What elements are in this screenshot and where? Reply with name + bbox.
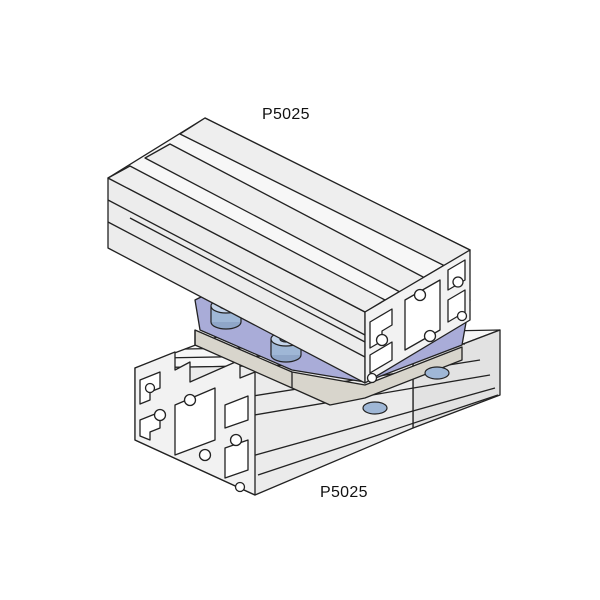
lower-profile-label: P5025 (320, 484, 368, 501)
bolt-4 (424, 366, 450, 380)
upper-profile (107, 117, 471, 384)
lower-profile-end-section (134, 351, 256, 496)
upper-profile-label: P5025 (262, 106, 310, 123)
upper-profile-end-section (364, 249, 471, 384)
bolt-3 (362, 401, 388, 415)
